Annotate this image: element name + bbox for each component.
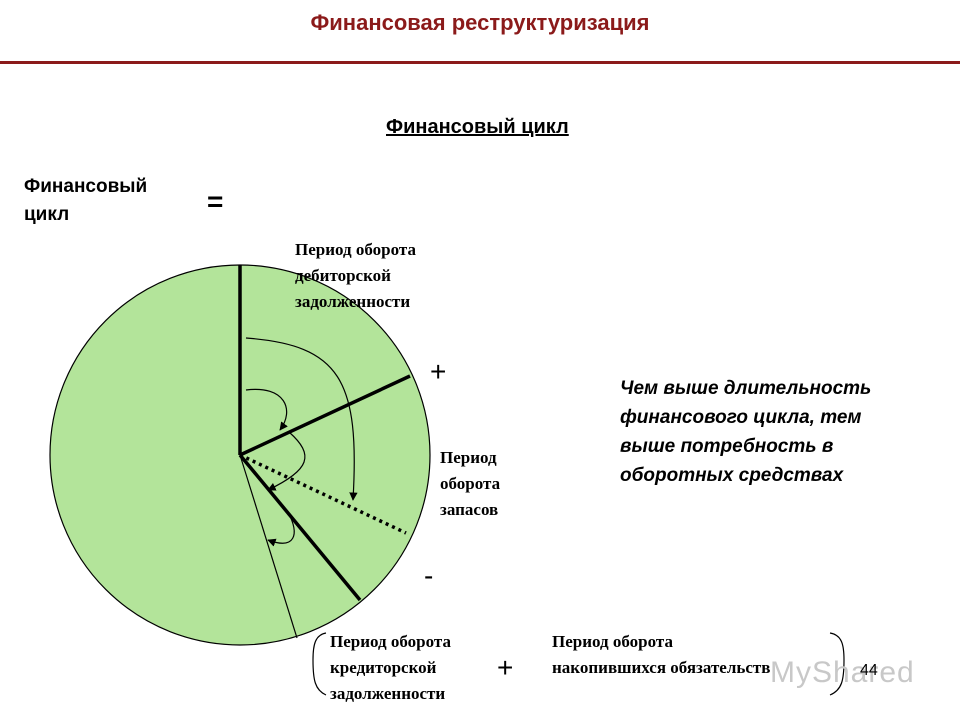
arrow-payables (267, 511, 295, 547)
watermark: MyShared (770, 656, 915, 689)
left-brace (312, 632, 327, 696)
right-brace (829, 632, 845, 696)
arrow-receivables-big (245, 337, 358, 501)
accrued-line-1: Период оборота (552, 632, 673, 651)
radius-dotted (239, 453, 407, 535)
diagram-subtitle: Финансовый цикл (386, 116, 569, 138)
radius-upper-right (239, 374, 411, 457)
equals-sign: = (207, 186, 224, 217)
radius-lower-right (238, 453, 362, 602)
receivables-line-3: задолженности (295, 292, 411, 311)
accrued-period-label: Период оборота накопившихся обязательств (552, 629, 770, 681)
title-divider (0, 61, 960, 64)
payables-period-label: Период оборота кредиторской задолженност… (330, 629, 451, 707)
accrued-line-2: накопившихся обязательств (552, 658, 771, 677)
plus-sign-2: + (497, 652, 514, 683)
inventory-line-2: оборота (440, 474, 501, 493)
receivables-line-2: дебиторской (295, 266, 391, 285)
receivables-line-1: Период оборота (295, 240, 416, 259)
arrow-receivables-small (245, 388, 288, 431)
payables-line-3: задолженности (330, 684, 446, 703)
plus-sign-1: + (430, 356, 447, 387)
page-number: 44 (860, 662, 878, 679)
payables-line-2: кредиторской (330, 658, 437, 677)
arrow-inventory (267, 431, 306, 491)
payables-line-1: Период оборота (330, 632, 451, 651)
inventory-period-label: Период оборота запасов (440, 445, 500, 523)
inventory-line-3: запасов (440, 500, 499, 519)
inventory-line-1: Период (440, 448, 497, 467)
minus-sign: - (424, 560, 434, 591)
slide-title: Финансовая реструктуризация (310, 10, 650, 35)
conclusion-note: Чем выше длительность финансового цикла,… (620, 378, 872, 486)
receivables-period-label: Период оборота дебиторской задолженности (295, 237, 416, 315)
financial-cycle-label: Финансовый цикл (24, 176, 148, 225)
